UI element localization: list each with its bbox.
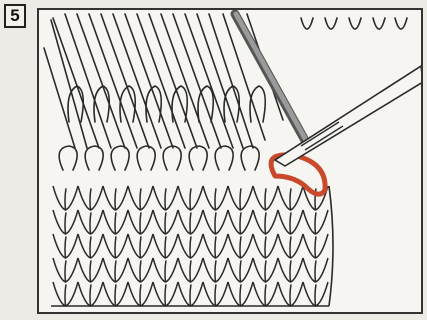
step-number: 5: [10, 6, 19, 26]
fabric-stitch: [128, 234, 153, 258]
fabric-stitch: [203, 210, 228, 234]
fabric-stitch: [53, 210, 78, 234]
fabric-stitch: [278, 258, 303, 282]
upper-loops: [68, 86, 265, 122]
fabric-stitch: [78, 258, 103, 282]
fabric-stitch: [278, 282, 303, 306]
fabric-stitch: [178, 234, 203, 258]
fabric-stitch: [153, 234, 178, 258]
fabric-stitch: [153, 186, 178, 210]
live-stitch-loops: [59, 146, 259, 170]
fabric-stitch: [128, 282, 153, 306]
fabric-stitch: [278, 186, 303, 210]
fabric-stitch: [303, 234, 328, 258]
fabric-stitch: [253, 210, 278, 234]
fabric-stitch: [228, 234, 253, 258]
fabric-stitch: [103, 210, 128, 234]
fabric-stitch: [78, 210, 103, 234]
fabric-stitch: [128, 186, 153, 210]
fabric-stitch: [203, 186, 228, 210]
fabric-stitch: [103, 186, 128, 210]
fabric-stitch: [303, 258, 328, 282]
fabric-stitch: [178, 210, 203, 234]
fabric-stitch: [278, 234, 303, 258]
fabric-stitch: [253, 282, 278, 306]
fabric-stitch: [53, 234, 78, 258]
fabric-stitch: [53, 186, 78, 210]
fabric-stitch: [178, 282, 203, 306]
tapestry-needle-icon: [275, 66, 423, 166]
fabric-stitch: [228, 186, 253, 210]
fabric-stitch: [128, 210, 153, 234]
fabric-stitch: [228, 210, 253, 234]
fabric-stitch: [303, 210, 328, 234]
fabric-stitch: [78, 282, 103, 306]
fabric-stitch: [153, 258, 178, 282]
fabric-stitch: [103, 234, 128, 258]
fabric-stitch: [153, 210, 178, 234]
fabric-stitch: [253, 186, 278, 210]
fabric-stitch: [153, 282, 178, 306]
fabric-side-edge: [329, 186, 333, 306]
fabric-stitch: [203, 258, 228, 282]
fabric-stitch: [53, 282, 78, 306]
fabric-stitch: [278, 210, 303, 234]
fabric-stitch: [103, 282, 128, 306]
fabric-stitch: [78, 234, 103, 258]
fabric-stitch: [253, 258, 278, 282]
fabric-stitch: [178, 258, 203, 282]
fabric-stitch: [228, 282, 253, 306]
fabric-stitch: [303, 282, 328, 306]
knitted-fabric: [53, 186, 328, 306]
fabric-stitch: [103, 258, 128, 282]
fabric-stitch: [203, 282, 228, 306]
fabric-stitch: [203, 234, 228, 258]
fabric-stitch: [228, 258, 253, 282]
fabric-stitch: [78, 186, 103, 210]
fabric-stitch: [128, 258, 153, 282]
illustration-panel: [37, 8, 423, 314]
fabric-stitch: [178, 186, 203, 210]
step-number-badge: 5: [4, 4, 26, 28]
knitting-stitch-diagram-icon: [39, 10, 423, 314]
fabric-stitch: [53, 258, 78, 282]
needle-loops: [301, 18, 407, 29]
fabric-stitch: [253, 234, 278, 258]
